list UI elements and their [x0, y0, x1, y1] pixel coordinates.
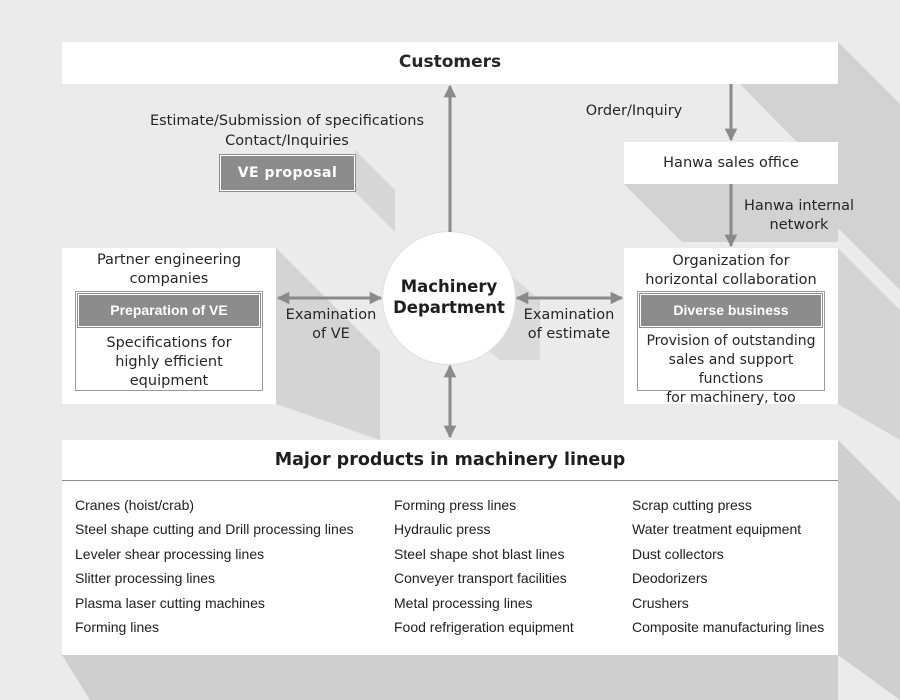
request-line-1: Estimate/Submission of specifications: [149, 113, 425, 129]
products-box: Major products in machinery lineup Crane…: [62, 440, 838, 655]
organization-shadow: [838, 248, 900, 440]
products-title: Major products in machinery lineup: [274, 450, 626, 470]
list-item: Composite manufacturing lines: [632, 619, 825, 636]
organization-body: Provision of outstanding sales and suppo…: [646, 333, 816, 406]
examination-ve-label: Examination of VE: [285, 307, 377, 342]
list-item: Deodorizers: [632, 570, 708, 587]
customers-label: Customers: [398, 52, 502, 72]
customers-box: Customers: [62, 42, 838, 84]
organization-title: Organization for horizontal collaboratio…: [645, 253, 817, 288]
list-item: Steel shape shot blast lines: [394, 545, 565, 562]
request-line-2: Contact/Inquiries: [225, 133, 349, 149]
hanwa-sales-office-label: Hanwa sales office: [663, 155, 799, 171]
partner-box: Partner engineering companies Preparatio…: [62, 248, 276, 404]
hanwa-sales-office-box: Hanwa sales office: [624, 142, 838, 184]
organization-header: Diverse business functions: [639, 293, 823, 349]
hanwa-network-label: Hanwa internal network: [744, 198, 854, 233]
list-item: Scrap cutting press: [632, 497, 752, 513]
list-item: Slitter processing lines: [75, 570, 216, 587]
order-inquiry-label: Order/Inquiry: [585, 103, 683, 119]
ve-box-shadow: [355, 150, 395, 232]
partner-body: Specifications for highly efficient equi…: [106, 335, 232, 389]
list-item: Forming press lines: [394, 497, 517, 513]
list-item: Cranes (hoist/crab): [75, 497, 195, 513]
list-item: Hydraulic press: [394, 521, 491, 538]
partner-title: Partner engineering companies: [96, 252, 242, 287]
partner-header: Preparation of VE proposal: [77, 293, 261, 349]
products-column-1: Cranes (hoist/crab) Steel shape cutting …: [75, 493, 354, 639]
list-item: Dust collectors: [632, 545, 724, 562]
machinery-department-circle: Machinery Department: [383, 232, 515, 364]
list-item: Plasma laser cutting machines: [75, 594, 265, 611]
list-item: Food refrigeration equipment: [394, 619, 574, 636]
list-item: Metal processing lines: [394, 594, 533, 611]
sales-office-shadow: [624, 142, 900, 290]
products-divider: [62, 480, 838, 481]
products-shadow: [62, 440, 900, 700]
list-item: Leveler shear processing lines: [75, 545, 265, 562]
ve-proposal-tag: VE proposal: [219, 154, 356, 192]
examination-estimate-label: Examination of estimate: [523, 307, 615, 342]
list-item: Steel shape cutting and Drill processing…: [75, 521, 354, 538]
products-column-2: Forming press lines Hydraulic press Stee…: [394, 493, 574, 639]
machinery-department-label: Machinery Department: [393, 277, 505, 317]
list-item: Forming lines: [75, 619, 160, 636]
products-column-3: Scrap cutting press Water treatment equi…: [632, 493, 824, 639]
list-item: Water treatment equipment: [632, 521, 802, 538]
list-item: Crushers: [632, 594, 689, 611]
organization-box: Organization for horizontal collaboratio…: [624, 248, 838, 406]
list-item: Conveyer transport facilities: [394, 570, 567, 587]
